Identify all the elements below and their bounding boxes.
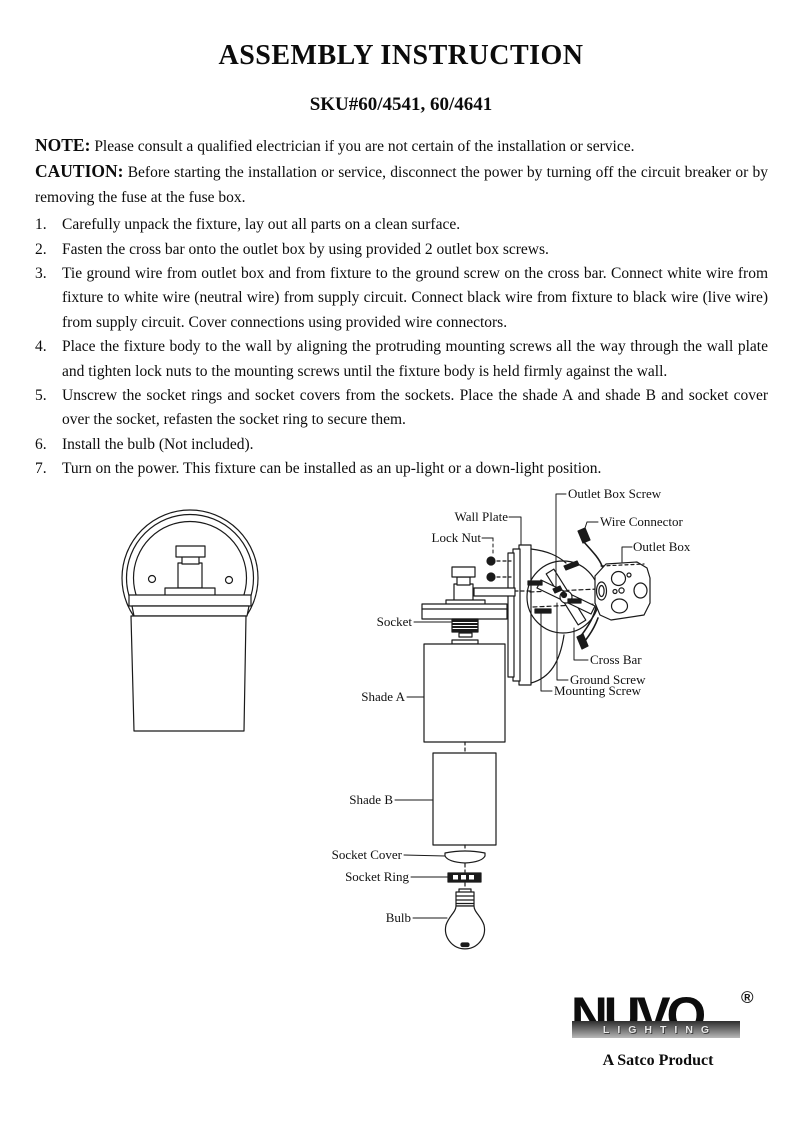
label-ground-screw: Ground Screw: [570, 672, 646, 687]
label-shade-b: Shade B: [349, 792, 393, 807]
label-cross-bar: Cross Bar: [590, 652, 642, 667]
step-5-number: 5.: [35, 387, 47, 405]
label-bulb: Bulb: [386, 910, 411, 925]
step-1: 1. Carefully unpack the fixture, lay out …: [35, 213, 768, 237]
socket-cover-shape: [444, 850, 486, 864]
caution-text: Before starting the installation or serv…: [35, 164, 769, 206]
canopy-curve-bottom: [530, 634, 565, 684]
wire-connector-shape: [577, 527, 591, 544]
step-7: 7. Turn on the power. This fixture can be…: [35, 457, 768, 481]
wall-plate-shape: [507, 544, 532, 686]
label-socket: Socket: [377, 614, 413, 629]
step-3-text: Tie ground wire from outlet box and from…: [62, 265, 768, 331]
label-socket-cover: Socket Cover: [332, 847, 403, 862]
label-shade-a: Shade A: [361, 689, 405, 704]
step-2-number: 2.: [35, 240, 47, 258]
outlet-box-shape: [594, 561, 651, 621]
page-title: ASSEMBLY INSTRUCTION: [218, 40, 584, 71]
note-paragraph: NOTE: Please consult a qualified electri…: [35, 133, 768, 159]
fixture-front-view: [121, 509, 259, 732]
step-6-text: Install the bulb (Not included).: [62, 435, 254, 453]
assembly-diagram: Outlet Box Screw Wall Plate Lock Nut Wir…: [121, 486, 691, 950]
step-5-text: Unscrew the socket rings and socket cove…: [62, 387, 768, 429]
dashed-line: [532, 603, 600, 608]
note-text: Please consult a qualified electrician i…: [94, 138, 635, 155]
label-outlet-box-screw: Outlet Box Screw: [568, 486, 662, 501]
caution-label: CAUTION:: [35, 161, 124, 182]
step-7-text: Turn on the power. This fixture can be i…: [62, 460, 602, 478]
label-socket-ring: Socket Ring: [345, 869, 409, 884]
lighting-band: LIGHTING: [572, 1021, 740, 1038]
step-4: 4. Place the fixture body to the wall by …: [35, 335, 768, 384]
caution-paragraph: CAUTION: Before starting the installatio…: [35, 159, 768, 210]
numbered-steps: 1. Carefully unpack the fixture, lay out …: [35, 213, 768, 481]
socket-ring-shape: [447, 872, 482, 883]
step-3-number: 3.: [35, 265, 47, 283]
nuvo-logo: NUVO LIGHTING ®: [571, 988, 754, 1044]
wire-connector-shape-2: [576, 633, 589, 650]
step-4-number: 4.: [35, 338, 47, 356]
note-label: NOTE:: [35, 135, 91, 155]
step-2: 2. Fasten the cross bar onto the outlet b…: [35, 238, 768, 262]
step-2-text: Fasten the cross bar onto the outlet box…: [62, 240, 549, 258]
step-4-text: Place the fixture body to the wall by al…: [62, 338, 768, 380]
lighting-text: LIGHTING: [602, 1023, 718, 1036]
label-mounting-screw: Mounting Screw: [554, 683, 642, 698]
step-5: 5. Unscrew the socket rings and socket co…: [35, 384, 768, 433]
step-6: 6. Install the bulb (Not included).: [35, 433, 768, 457]
sku-subtitle: SKU#60/4541, 60/4641: [309, 94, 493, 115]
step-1-text: Carefully unpack the fixture, lay out al…: [62, 216, 461, 234]
bulb-shape: [444, 888, 486, 950]
leader-lines: [394, 493, 633, 919]
shade-b-shape: [432, 752, 497, 846]
step-7-number: 7.: [35, 460, 47, 478]
fixture-body-shape: [421, 566, 516, 645]
step-3: 3. Tie ground wire from outlet box and fr…: [35, 262, 768, 335]
shade-a-shape: [423, 643, 506, 743]
label-wall-plate: Wall Plate: [455, 509, 509, 524]
label-outlet-box: Outlet Box: [633, 539, 691, 554]
satco-tagline: A Satco Product: [602, 1052, 714, 1069]
instruction-body: NOTE: Please consult a qualified electri…: [35, 133, 768, 482]
label-wire-connector: Wire Connector: [600, 514, 684, 529]
registered-mark: ®: [741, 988, 754, 1007]
lock-nut-shape: [486, 556, 532, 592]
label-lock-nut: Lock Nut: [432, 530, 482, 545]
step-1-number: 1.: [35, 216, 47, 234]
step-6-number: 6.: [35, 435, 47, 453]
